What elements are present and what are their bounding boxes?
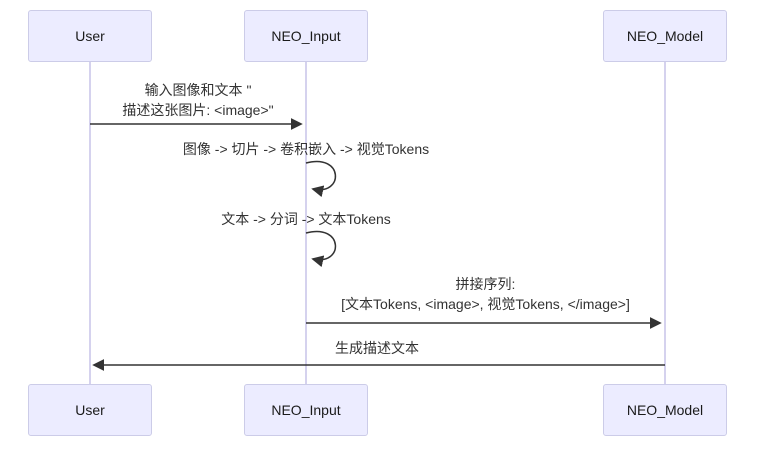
message-1-label: 输入图像和文本 " 描述这张图片: <image>" <box>90 80 306 120</box>
actor-neo-model-top: NEO_Model <box>603 10 727 62</box>
actor-user-bottom: User <box>28 384 152 436</box>
actor-neo-input-label: NEO_Input <box>271 28 341 44</box>
message-4-line-1: 拼接序列: <box>455 276 516 292</box>
message-5-line-1: 生成描述文本 <box>335 340 419 356</box>
message-3-line-1: 文本 -> 分词 -> 文本Tokens <box>221 211 391 227</box>
lifeline-neo-input <box>305 62 307 384</box>
actor-neo-input-bottom: NEO_Input <box>244 384 368 436</box>
message-1-line-1: 输入图像和文本 " <box>144 82 252 98</box>
actor-neo-model-bottom: NEO_Model <box>603 384 727 436</box>
arrow-self-loop-2 <box>305 230 337 268</box>
actor-user-label: User <box>75 28 105 44</box>
arrow-self-loop-1 <box>305 160 337 198</box>
message-4-line-2: [文本Tokens, <image>, 视觉Tokens, </image>] <box>341 296 630 312</box>
actor-neo-model-label: NEO_Model <box>626 402 704 418</box>
actor-user-label: User <box>75 402 105 418</box>
message-1-line-2: 描述这张图片: <image>" <box>122 102 274 118</box>
message-2-label: 图像 -> 切片 -> 卷积嵌入 -> 视觉Tokens <box>146 139 466 159</box>
message-4-label: 拼接序列: [文本Tokens, <image>, 视觉Tokens, </im… <box>305 274 666 314</box>
message-2-line-1: 图像 -> 切片 -> 卷积嵌入 -> 视觉Tokens <box>182 141 430 157</box>
message-3-label: 文本 -> 分词 -> 文本Tokens <box>186 209 426 229</box>
actor-neo-input-top: NEO_Input <box>244 10 368 62</box>
actor-neo-model-label: NEO_Model <box>626 28 704 44</box>
actor-user-top: User <box>28 10 152 62</box>
lifeline-user <box>89 62 91 384</box>
message-5-label: 生成描述文本 <box>277 338 477 358</box>
actor-neo-input-label: NEO_Input <box>271 402 341 418</box>
lifeline-neo-model <box>664 62 666 384</box>
